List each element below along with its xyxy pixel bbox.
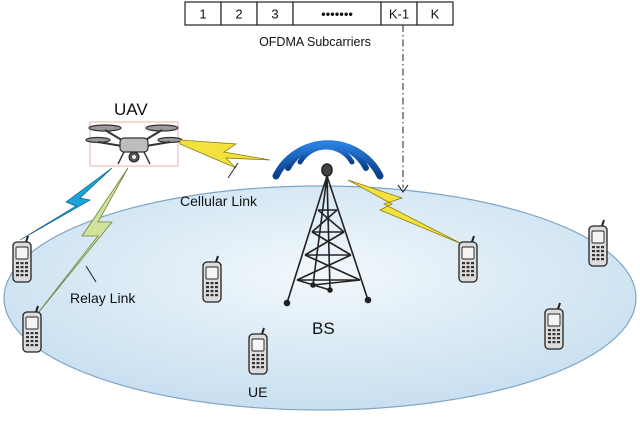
- subcarrier-caption: OFDMA Subcarriers: [259, 35, 371, 49]
- uav-drone-icon: [85, 121, 183, 167]
- subcarrier-cell-label: K-1: [389, 7, 409, 22]
- ue-phone-icon: [458, 235, 478, 283]
- ue-phone-icon: [248, 327, 268, 375]
- subcarrier-cell-label: 1: [199, 7, 206, 22]
- subcarrier-cell-label: K: [431, 7, 440, 22]
- ue-label: UE: [248, 384, 267, 400]
- cell-coverage-ellipse: [3, 185, 637, 411]
- relay-link-pointer: [85, 265, 97, 283]
- ue-phone-icon: [12, 235, 32, 283]
- cellular-link-label: Cellular Link: [180, 193, 258, 209]
- uav-label: UAV: [114, 100, 148, 119]
- ue-phone-icon: [544, 302, 564, 350]
- relay-link-label: Relay Link: [70, 290, 136, 306]
- ue-phone-icon: [588, 219, 608, 267]
- cellular-link-bolt-icon: [179, 139, 271, 169]
- subcarrier-cell-label: 2: [235, 7, 242, 22]
- subcarrier-cell: [416, 1, 454, 26]
- subcarrier-cell-label: •••••••: [321, 7, 353, 22]
- bs-label: BS: [312, 319, 335, 338]
- relay-link-bolt-icon: [19, 167, 113, 241]
- subcarrier-cell-label: 3: [271, 7, 278, 22]
- ue-phone-icon: [202, 255, 222, 303]
- ofdma-subcarrier-strip: 1 2 3 ••••••• K-1 K: [184, 1, 454, 26]
- cellular-link-pointer: [227, 162, 239, 179]
- ue-phone-icon: [22, 305, 42, 353]
- bs-radio-waves: [272, 140, 384, 180]
- base-station-tower-icon: [283, 163, 372, 307]
- subcarrier-assignment-arrow-icon: [397, 184, 409, 194]
